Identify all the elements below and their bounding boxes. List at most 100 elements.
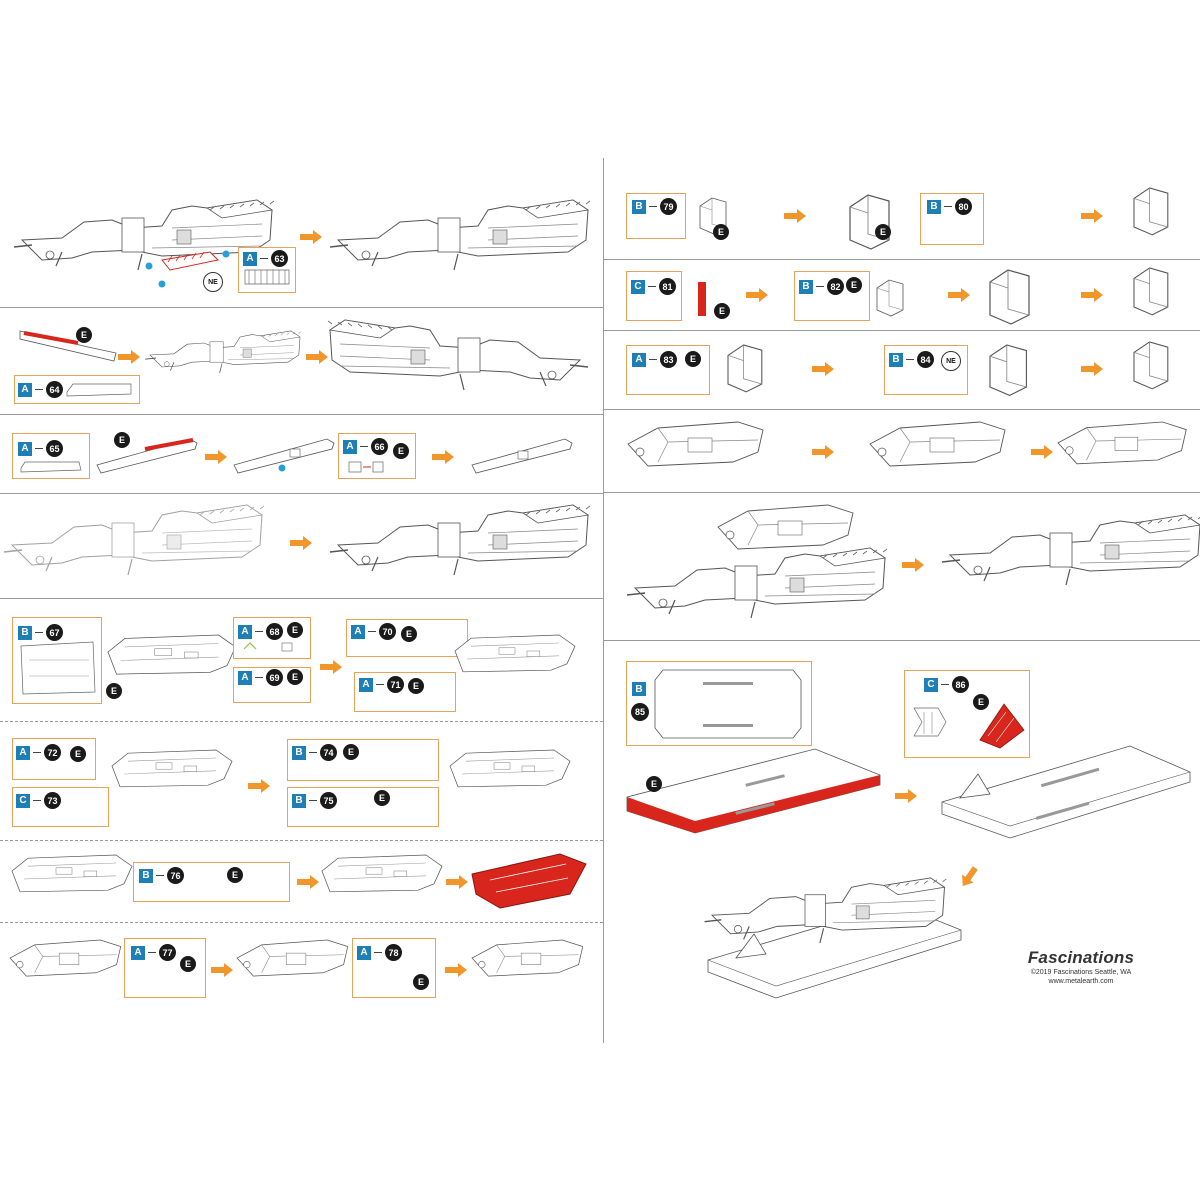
row-divider: [603, 409, 1200, 410]
orange-arrow-icon: [445, 963, 467, 977]
blue-pin-icon: [222, 250, 230, 258]
step-number: 75: [320, 792, 337, 809]
orange-arrow-icon: [300, 230, 322, 244]
sheet-label: A: [131, 945, 145, 960]
sheet-label: A: [18, 441, 32, 456]
sheet-label: B: [799, 279, 813, 294]
e-badge: E: [408, 678, 424, 694]
e-badge: E: [685, 351, 701, 367]
orange-arrow-icon: [211, 963, 233, 977]
e-badge: E: [374, 790, 390, 806]
sheet-label: A: [343, 439, 357, 454]
bracket-drawing: [989, 344, 1040, 396]
e-badge: E: [180, 956, 196, 972]
orange-arrow-icon: [784, 209, 806, 223]
sheet-label: B: [927, 199, 941, 214]
step-number: 70: [379, 623, 396, 640]
step-68-tag: A 68: [238, 623, 283, 640]
sheet-label: A: [632, 352, 646, 367]
e-badge: E: [875, 224, 891, 240]
assembly-drawing: [626, 547, 888, 628]
chassis-drawing: [107, 634, 236, 690]
orange-arrow-icon: [320, 660, 342, 674]
sheet-label: A: [18, 382, 32, 397]
step-number: 66: [371, 438, 388, 455]
sheet-label: C: [631, 279, 645, 294]
red-part: [160, 250, 220, 272]
e-badge: E: [714, 303, 730, 319]
small-part: [242, 641, 302, 653]
assembly-drawing: [703, 877, 952, 953]
step-number: 85: [631, 703, 649, 721]
orange-arrow-icon: [306, 350, 328, 364]
orange-arrow-icon: [248, 779, 270, 793]
orange-arrow-icon: [948, 288, 970, 302]
row-divider: [0, 721, 603, 722]
bracket-drawing: [727, 344, 773, 393]
orange-arrow-icon: [895, 789, 917, 803]
parts-box: [133, 862, 290, 902]
step-number: 83: [660, 351, 677, 368]
step-number: 67: [46, 624, 63, 641]
red-part: [694, 280, 714, 320]
orange-arrow-icon: [118, 350, 140, 364]
e-badge: E: [76, 327, 92, 343]
sheet-label: A: [16, 745, 30, 760]
module-drawing: [1057, 421, 1200, 482]
website-link[interactable]: www.metalearth.com: [1048, 978, 1114, 985]
e-badge: E: [287, 669, 303, 685]
e-badge: E: [114, 432, 130, 448]
parts-box: [626, 661, 812, 746]
chain-part: [243, 268, 291, 288]
row-divider: [0, 840, 603, 841]
bracket-drawing: [1133, 187, 1179, 236]
red-stand: [978, 700, 1028, 750]
module-drawing: [627, 421, 773, 482]
e-badge: E: [401, 626, 417, 642]
orange-arrow-icon: [1081, 362, 1103, 376]
e-badge: E: [713, 224, 729, 240]
assembly-drawing: [327, 315, 590, 395]
step-number: 79: [660, 198, 677, 215]
orange-arrow-icon: [956, 863, 982, 891]
sheet-label: B: [889, 352, 903, 367]
chassis-drawing: [11, 854, 137, 910]
orange-arrow-icon: [1081, 209, 1103, 223]
row-divider: [0, 598, 603, 599]
plate-drawing: [232, 435, 337, 475]
row-divider: [0, 414, 603, 415]
sheet-label: B: [139, 868, 153, 883]
chassis-drawing: [111, 749, 237, 805]
parts-box: [287, 787, 439, 827]
step-number: 68: [266, 623, 283, 640]
module-drawing: [869, 421, 1015, 482]
bracket-drawing: [1133, 341, 1179, 390]
column-divider: [603, 158, 604, 1043]
row-divider: [603, 640, 1200, 641]
step-number: 64: [46, 381, 63, 398]
step-number: 71: [387, 676, 404, 693]
sheet-label: A: [238, 624, 252, 639]
step-number: 78: [385, 944, 402, 961]
assembly-drawing: [144, 325, 302, 395]
copyright-text: ©2019 Fascinations Seattle, WA: [1030, 969, 1132, 976]
chassis-drawing: [449, 749, 575, 805]
base-drawing: [940, 742, 1191, 847]
chassis-drawing: [454, 634, 580, 690]
sheet-label: A: [238, 670, 252, 685]
step-number: 84: [917, 351, 934, 368]
step-number: 73: [44, 792, 61, 809]
sheet-label: A: [359, 677, 373, 692]
assembly-drawing: [329, 504, 591, 585]
